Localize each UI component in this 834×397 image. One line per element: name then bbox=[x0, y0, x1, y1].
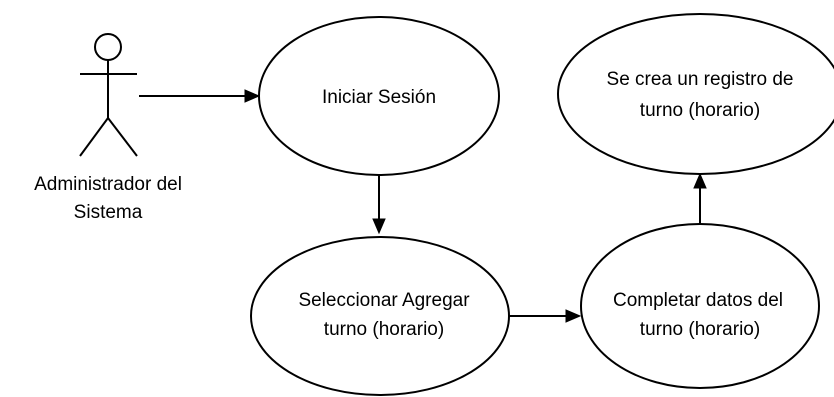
arrowhead-up bbox=[693, 172, 707, 189]
arrowhead-right bbox=[244, 89, 261, 103]
use-case-login-label: Iniciar Sesión bbox=[322, 87, 436, 108]
edge-login-to-select bbox=[372, 175, 386, 235]
use-case-record-created[interactable]: Se crea un registro de turno (horario) bbox=[557, 13, 834, 175]
use-case-select-add-shift-shape bbox=[250, 236, 510, 396]
use-case-complete-data-shape bbox=[580, 223, 820, 389]
use-case-select-add-shift-label-line1: Seleccionar Agregar bbox=[298, 290, 470, 311]
use-case-complete-data-label-line1: Completar datos del bbox=[613, 290, 783, 311]
use-case-record-created-shape bbox=[557, 13, 834, 175]
arrowhead-down bbox=[372, 218, 386, 235]
use-case-complete-data[interactable]: Completar datos del turno (horario) bbox=[580, 223, 820, 389]
use-case-login[interactable]: Iniciar Sesión bbox=[258, 16, 500, 176]
use-case-record-created-label-line2: turno (horario) bbox=[640, 100, 760, 121]
arrowhead-right bbox=[565, 309, 582, 323]
actor-right-leg bbox=[107, 117, 138, 157]
actor-head bbox=[94, 33, 122, 61]
actor-label-line2: Sistema bbox=[74, 202, 143, 223]
edge-actor-to-login bbox=[139, 89, 261, 103]
use-case-login-shape bbox=[258, 16, 500, 176]
edge-complete-to-created bbox=[693, 172, 707, 224]
actor-left-leg bbox=[79, 117, 109, 157]
actor-label-line1: Administrador del bbox=[34, 174, 182, 195]
use-case-record-created-label-line1: Se crea un registro de bbox=[607, 69, 794, 90]
actor-figure[interactable] bbox=[79, 33, 138, 157]
use-case-select-add-shift[interactable]: Seleccionar Agregar turno (horario) bbox=[250, 236, 510, 396]
edge-select-to-complete bbox=[509, 309, 582, 323]
use-case-select-add-shift-label-line2: turno (horario) bbox=[324, 319, 444, 340]
use-case-complete-data-label-line2: turno (horario) bbox=[640, 319, 760, 340]
